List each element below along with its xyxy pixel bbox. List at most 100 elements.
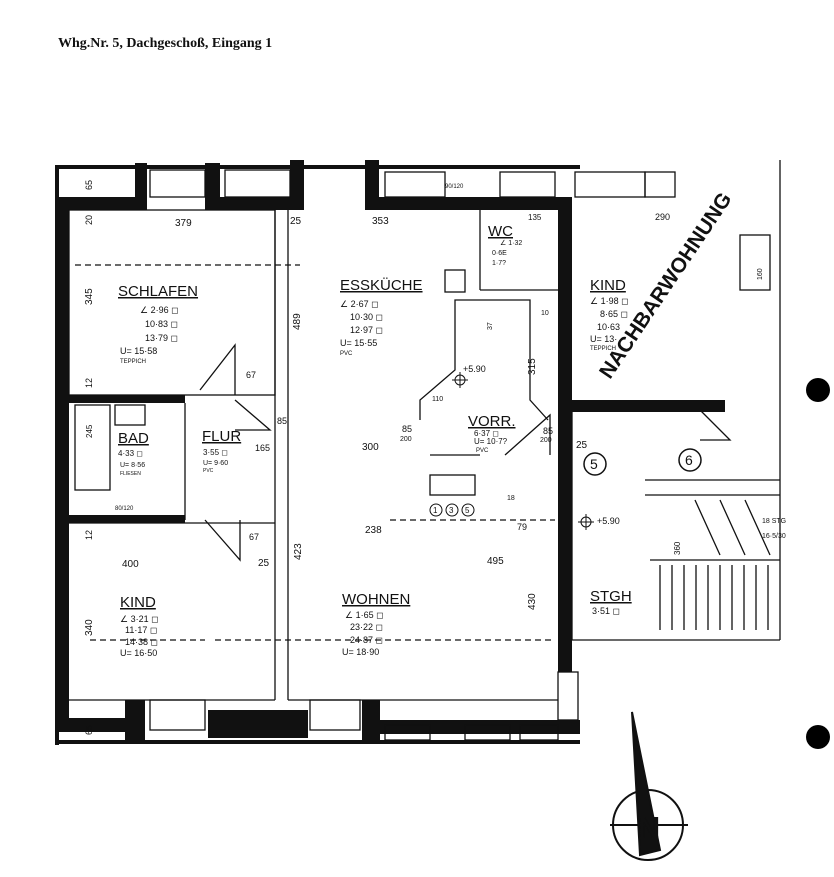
dim-label: 245 — [85, 424, 94, 438]
room-name: WC — [488, 223, 513, 240]
area-value: 3·55 ◻ — [203, 448, 228, 457]
dim-label: 67 — [246, 370, 256, 380]
dim-label: 165 — [255, 443, 270, 453]
perimeter-value: U= 10·7? — [474, 437, 508, 446]
area-value: ∠ 1·65 ◻ — [345, 610, 384, 620]
dim-label: 80/120 — [115, 506, 134, 512]
floor-material: PVC — [340, 351, 353, 357]
room-name: STGH — [590, 588, 632, 605]
dim-label: 65 — [84, 725, 94, 735]
room-schlafen: SCHLAFEN ∠ 2·96 ◻ 10·83 ◻ 13·79 ◻ U= 15·… — [118, 283, 198, 365]
room-name: ESSKÜCHE — [340, 276, 423, 294]
room-esskueche: ESSKÜCHE ∠ 2·67 ◻ 10·30 ◻ 12·97 ◻ U= 15·… — [340, 276, 423, 357]
dim-label: 489 — [292, 313, 303, 330]
area-value: 8·65 ◻ — [600, 309, 628, 319]
area-value: 4·33 ◻ — [118, 449, 143, 458]
dim-label: 110 — [432, 396, 443, 403]
dim-label: 238 — [365, 525, 382, 536]
dim-label: 345 — [84, 288, 95, 305]
dim-label: 340 — [84, 619, 95, 636]
circled-numbers — [429, 448, 702, 517]
room-name: BAD — [118, 430, 149, 447]
dim-label: 160 — [757, 268, 764, 280]
dim-label: 16·5/30 — [762, 533, 786, 540]
perimeter-value: U= 16·50 — [120, 648, 157, 658]
page-title: Whg.Nr. 5, Dachgeschoß, Eingang 1 — [58, 36, 273, 51]
punch-hole — [806, 378, 830, 402]
dim-label: 495 — [487, 556, 504, 567]
dim-label: 290 — [655, 212, 670, 222]
dim-label: 430 — [527, 593, 538, 610]
area-value: ∠ 3·21 ◻ — [120, 614, 159, 624]
dim-label: 360 — [673, 541, 682, 555]
dim-label: 12 — [84, 378, 94, 388]
dim-label: 18 — [507, 495, 515, 502]
dim-label: 353 — [372, 216, 389, 227]
area-value: 6·37 ◻ — [474, 429, 499, 438]
elevation-label: +5.90 — [597, 516, 620, 526]
floor-material: FLIESEN — [120, 471, 141, 477]
dim-label: 37 — [487, 322, 494, 330]
dim-label: 135 — [528, 213, 542, 222]
room-name: VORR. — [468, 413, 516, 430]
north-compass — [610, 711, 688, 861]
area-value: 23·22 ◻ — [350, 622, 383, 632]
room-bad: BAD 4·33 ◻ U= 8·56 FLIESEN — [118, 430, 149, 477]
dim-label: 65 — [84, 180, 94, 190]
dim-label: 20 — [84, 215, 94, 225]
dimension-labels: 379 353 345 489 400 423 340 495 238 300 … — [84, 180, 786, 735]
area-value: ∠ 1·32 — [500, 239, 522, 247]
dim-label: 400 — [122, 559, 139, 570]
area-value: 0·6E — [492, 250, 507, 257]
dim-label: 423 — [293, 543, 304, 560]
dim-label: 85 — [277, 416, 287, 426]
dim-label: 200 — [540, 437, 552, 444]
elevation-markers: +5.90 +5.90 — [452, 364, 620, 530]
dim-label: 315 — [527, 358, 538, 375]
floor-material: PVC — [203, 468, 214, 474]
dim-label: 25 — [290, 216, 302, 227]
circle-label: 1 — [433, 506, 438, 515]
room-name: KIND — [120, 594, 156, 611]
perimeter-value: U= 13· — [590, 334, 617, 344]
perimeter-value: U= 8·56 — [120, 462, 145, 469]
area-value: 14·38 ◻ — [125, 637, 158, 647]
room-vorr: VORR. 6·37 ◻ U= 10·7? PVC — [468, 413, 516, 454]
circle-label: 3 — [449, 506, 454, 515]
dim-label: 200 — [400, 436, 412, 443]
north-label: N — [638, 812, 660, 845]
area-value: 1·7? — [492, 260, 506, 267]
area-value: 3·51 ◻ — [592, 606, 620, 616]
dim-label: 85 — [543, 426, 553, 436]
circle-label: 5 — [465, 506, 470, 515]
floor-material: TEPPICH — [590, 346, 616, 352]
room-name: KIND — [590, 277, 626, 294]
area-value: 10·83 ◻ — [145, 319, 178, 329]
elevation-label: +5.90 — [463, 364, 486, 374]
dim-label: 79 — [517, 522, 527, 532]
dim-label: 300 — [362, 442, 379, 453]
floor-material: PVC — [476, 448, 489, 454]
area-value: 13·79 ◻ — [145, 333, 178, 343]
room-name: WOHNEN — [342, 591, 410, 608]
room-flur: FLUR 3·55 ◻ U= 9·60 PVC — [202, 428, 241, 474]
dim-label: 25 — [576, 440, 588, 451]
dim-label: 10 — [541, 310, 549, 317]
room-stgh: STGH 3·51 ◻ — [590, 588, 632, 616]
room-kind-ne: KIND ∠ 1·98 ◻ 8·65 ◻ 10·63 U= 13· TEPPIC… — [590, 277, 629, 352]
dim-label: 12 — [84, 530, 94, 540]
perimeter-value: U= 15·58 — [120, 346, 157, 356]
dim-label: 25 — [258, 558, 270, 569]
dim-label: 67 — [249, 532, 259, 542]
dim-label: 18 STG — [762, 518, 786, 525]
interior-walls — [68, 160, 781, 741]
area-value: 11·17 ◻ — [125, 625, 157, 635]
room-name: SCHLAFEN — [118, 283, 198, 300]
area-value: 12·97 ◻ — [350, 325, 383, 335]
dim-label: 85 — [402, 424, 412, 434]
room-kind-sw: KIND ∠ 3·21 ◻ 11·17 ◻ 14·38 ◻ U= 16·50 — [120, 594, 159, 658]
punch-hole — [806, 725, 830, 749]
perimeter-value: U= 18·90 — [342, 647, 379, 657]
apartment-number: 5 — [590, 456, 598, 472]
dim-label: 379 — [175, 218, 192, 229]
